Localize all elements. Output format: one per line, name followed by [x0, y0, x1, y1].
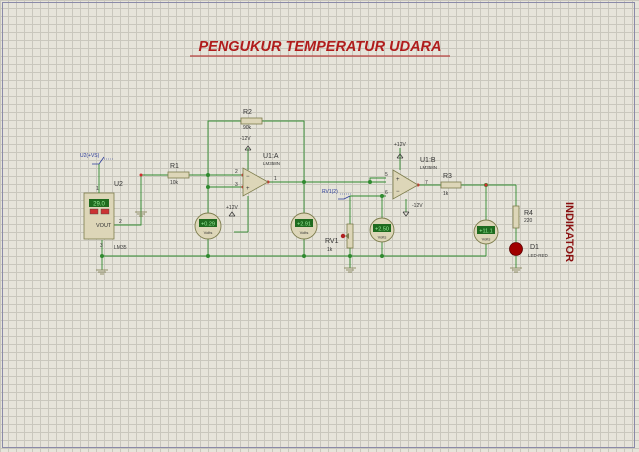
svg-text:-12V: -12V: [412, 203, 423, 209]
svg-text:3: 3: [100, 243, 103, 249]
svg-text:29.0: 29.0: [93, 202, 105, 208]
svg-text:U1:A: U1:A: [263, 153, 279, 160]
indikator-label: INDIKATOR: [563, 202, 575, 262]
u1a-opamp[interactable]: − + U1:A LM358N 2 3 1 +12V -12V: [226, 136, 280, 217]
svg-text:U2(+VS): U2(+VS): [80, 153, 100, 159]
svg-text:220: 220: [524, 218, 533, 224]
svg-text:D1: D1: [530, 244, 539, 251]
voltmeter-1[interactable]: +0.29 Volts: [194, 212, 222, 240]
svg-text:-12V: -12V: [240, 136, 251, 142]
svg-text:7: 7: [425, 180, 428, 186]
sheet-border: [2, 2, 635, 448]
svg-text:6: 6: [385, 190, 388, 196]
svg-text:2: 2: [235, 169, 238, 175]
voltmeter-2[interactable]: +2.91 Volts: [290, 212, 318, 240]
svg-text:RV1: RV1: [325, 238, 339, 245]
svg-text:90k: 90k: [243, 125, 252, 131]
svg-text:R3: R3: [443, 173, 452, 180]
svg-text:+0.29: +0.29: [201, 222, 215, 228]
svg-text:+2.50: +2.50: [375, 227, 389, 233]
svg-text:3: 3: [235, 182, 238, 188]
svg-text:+: +: [396, 177, 400, 183]
probe-rv1[interactable]: RV1(2): [322, 189, 351, 200]
svg-text:LM358N: LM358N: [420, 165, 437, 170]
junctions: [100, 173, 488, 258]
voltmeter-3[interactable]: +2.50 Volts: [369, 217, 395, 243]
r3-resistor[interactable]: R3 1k: [440, 173, 462, 197]
svg-text:1k: 1k: [443, 191, 449, 197]
svg-text:LED-RED: LED-RED: [528, 253, 549, 258]
svg-text:Volts: Volts: [378, 235, 387, 240]
ground-symbols: [96, 211, 522, 275]
r4-resistor[interactable]: R4 220: [512, 205, 533, 229]
svg-text:Volts: Volts: [300, 230, 309, 235]
schematic-title: PENGUKUR TEMPERATUR UDARA: [198, 39, 441, 55]
svg-text:1: 1: [274, 176, 277, 182]
svg-text:Volts: Volts: [482, 237, 491, 242]
red-nodes: [139, 173, 488, 189]
u2-sensor[interactable]: 29.0 VOUT U2 LM35 1 2 3: [83, 175, 127, 251]
svg-text:LM35: LM35: [114, 245, 127, 251]
svg-text:+: +: [246, 186, 250, 192]
svg-text:VOUT: VOUT: [96, 223, 112, 229]
svg-text:LM358N: LM358N: [263, 161, 280, 166]
rv1-potentiometer[interactable]: RV1 1k: [325, 223, 354, 253]
svg-text:2: 2: [119, 219, 122, 225]
svg-text:−: −: [396, 189, 400, 195]
d1-led[interactable]: D1 LED-RED: [509, 242, 549, 259]
svg-text:5: 5: [385, 172, 388, 178]
svg-text:+12V: +12V: [226, 205, 238, 211]
u2-label: U2: [114, 181, 123, 188]
r2-resistor[interactable]: R2 90k: [240, 109, 263, 131]
svg-text:+12V: +12V: [394, 142, 406, 148]
svg-text:U1:B: U1:B: [420, 157, 436, 164]
svg-text:RV1(2): RV1(2): [322, 189, 338, 195]
wires: [101, 120, 517, 270]
svg-text:+11.1: +11.1: [479, 229, 493, 235]
svg-text:R2: R2: [243, 109, 252, 116]
svg-text:Volts: Volts: [204, 230, 213, 235]
probe-u2[interactable]: U2(+VS): [80, 153, 114, 175]
r1-resistor[interactable]: R1 10k: [167, 163, 190, 186]
svg-text:R1: R1: [170, 163, 179, 170]
svg-text:−: −: [246, 174, 250, 180]
voltmeter-4[interactable]: +11.1 Volts: [473, 219, 499, 245]
svg-text:1k: 1k: [327, 247, 333, 253]
svg-text:1: 1: [96, 186, 99, 192]
svg-text:R4: R4: [524, 210, 533, 217]
svg-text:10k: 10k: [170, 180, 179, 186]
svg-text:+2.91: +2.91: [297, 222, 311, 228]
u1b-opamp[interactable]: + − U1:B LM358N 5 6 7 +12V -12V: [385, 142, 437, 217]
